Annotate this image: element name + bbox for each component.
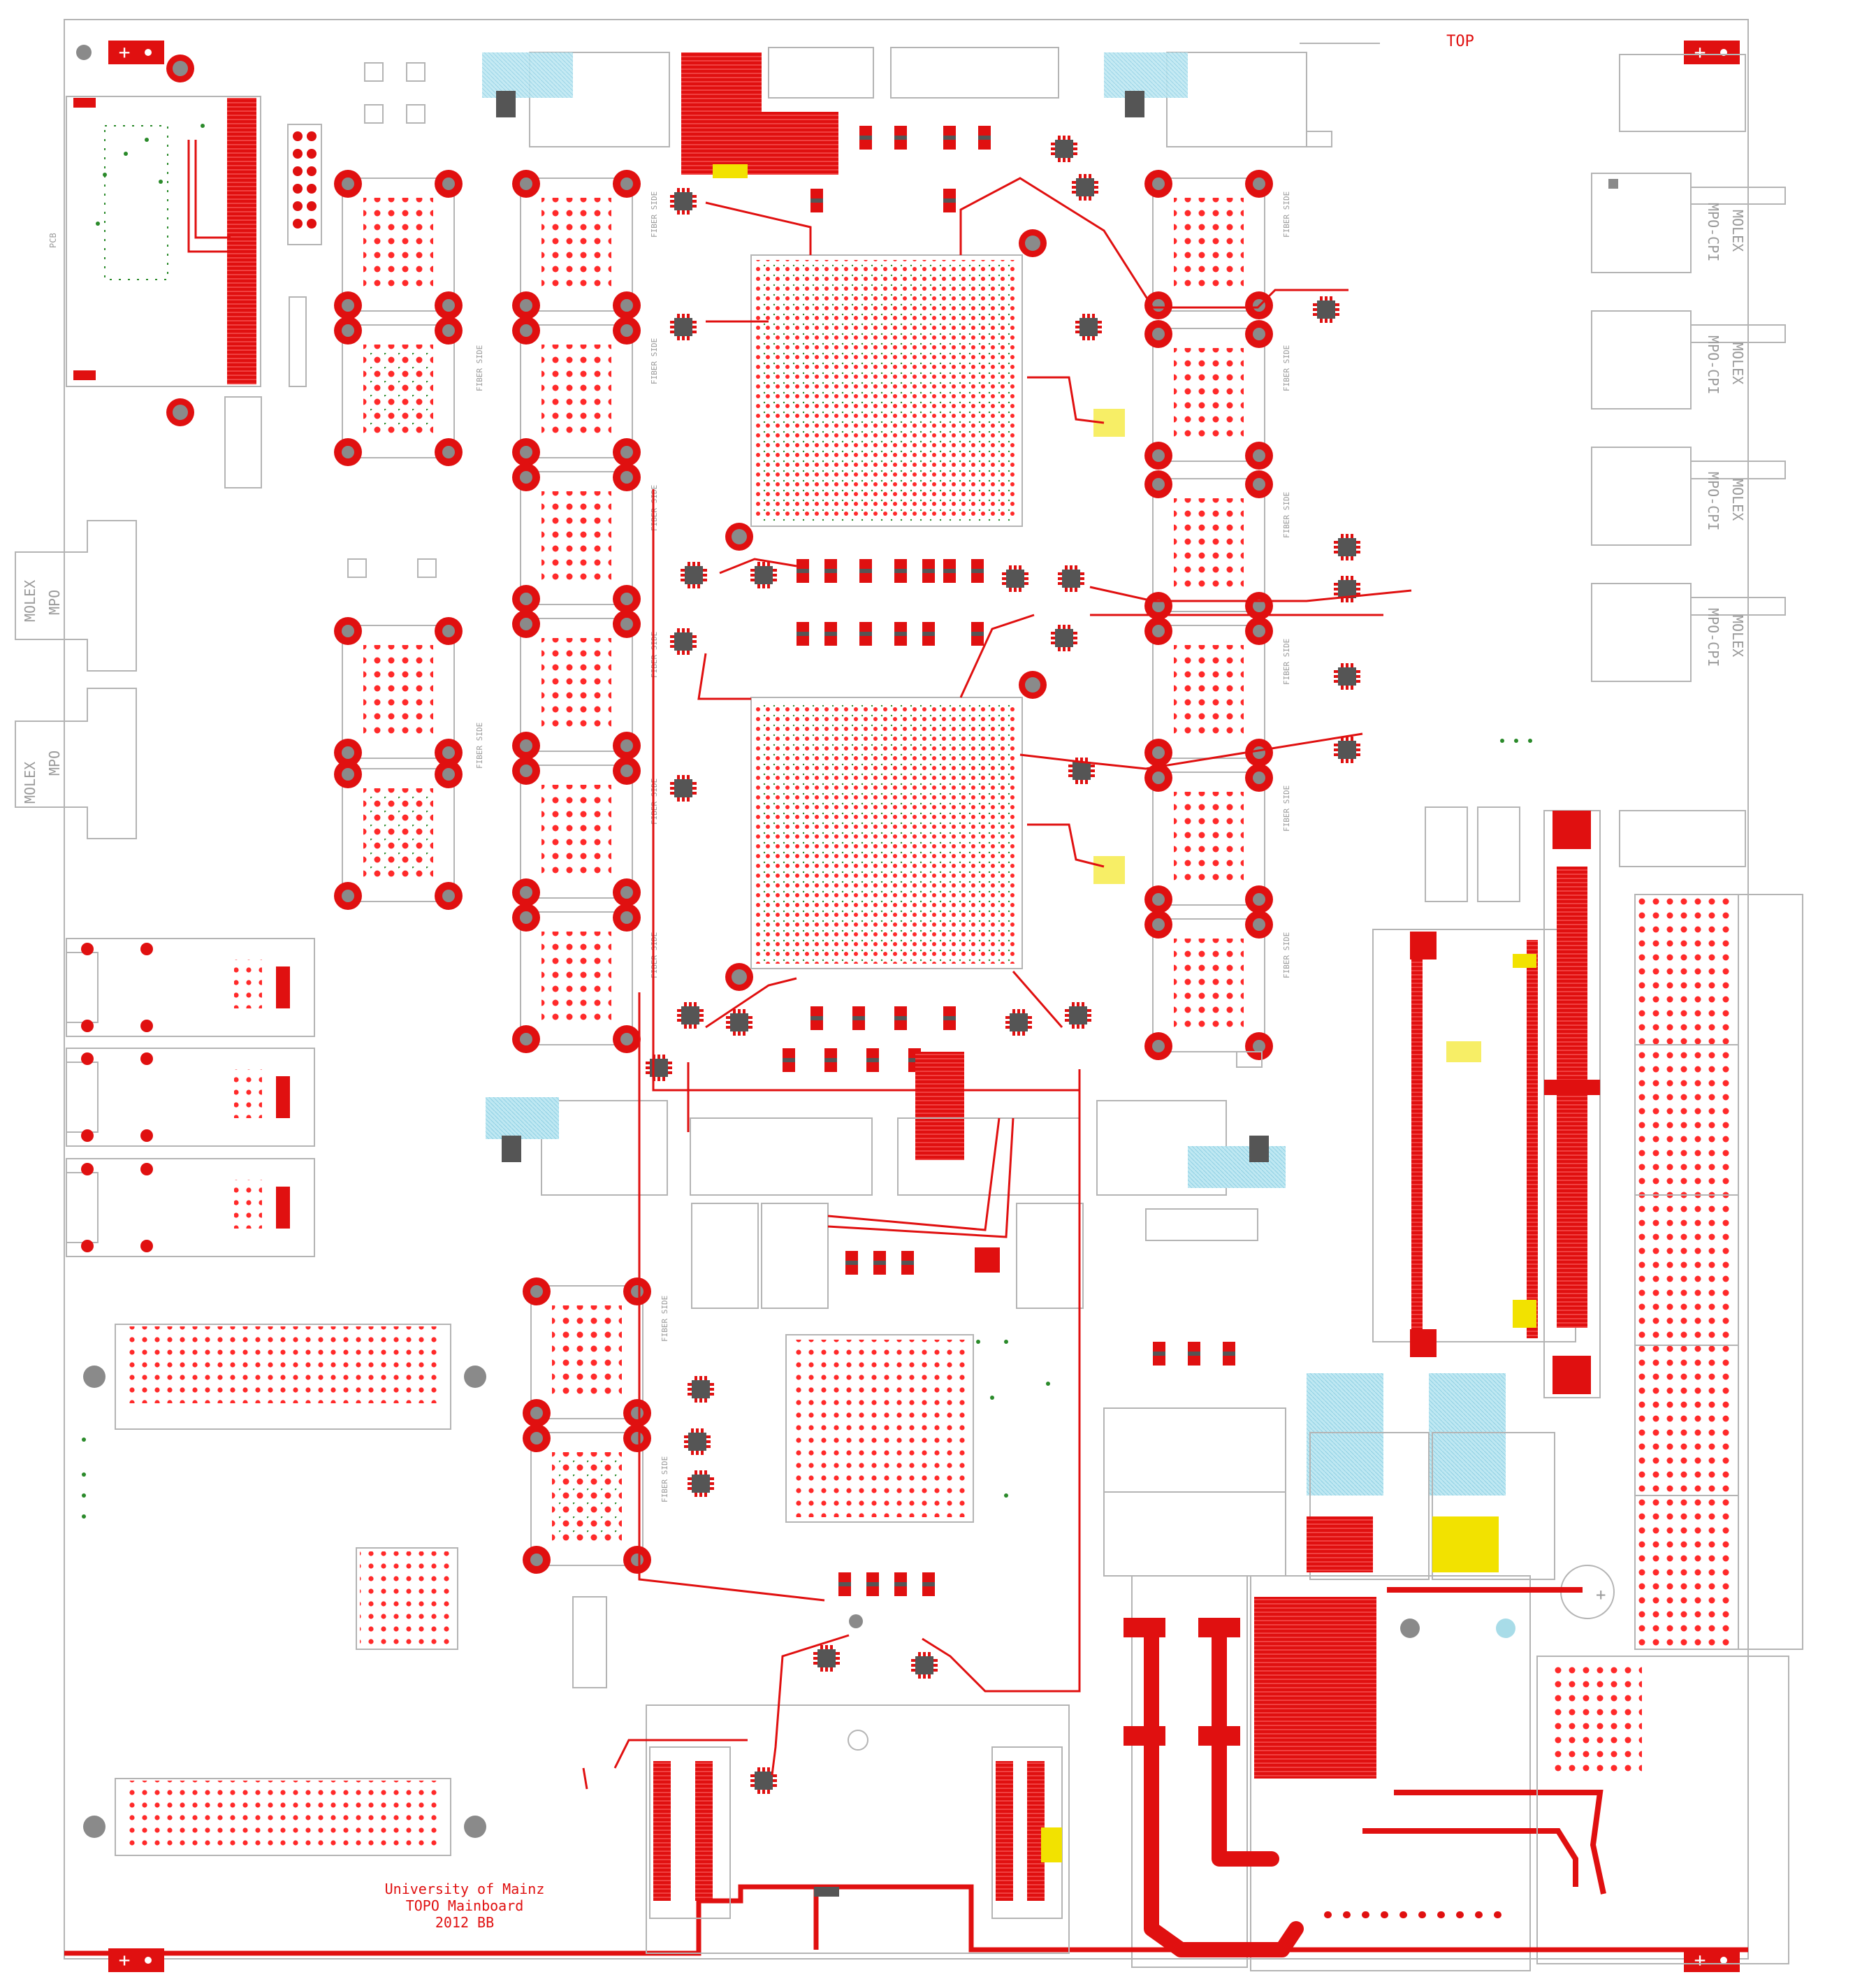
- middle-connectors: [486, 1097, 1286, 1577]
- right-pin-field: [1634, 894, 1803, 1650]
- credits-block: University of Mainz TOPO Mainboard 2012 …: [385, 1881, 545, 1931]
- connector-label: MPO-CPI: [1705, 608, 1722, 667]
- ethernet-jacks: [66, 938, 315, 1257]
- connector-label: MPO-CPI: [1705, 335, 1722, 394]
- jtag-headers: [1093, 409, 1520, 1068]
- svg-text:FIBER SIDE: FIBER SIDE: [1282, 639, 1291, 685]
- svg-text:FIBER SIDE: FIBER SIDE: [1282, 492, 1291, 538]
- connector-label: MPO-CPI: [1705, 203, 1722, 261]
- polarity-mark: +: [1694, 1948, 1706, 1971]
- fiber-cages-center-left: [511, 169, 652, 1574]
- connector-label: MPO: [46, 590, 63, 615]
- molex-mpo-connector-2: MOLEX MPO: [15, 688, 137, 839]
- connector-label: MPO: [46, 751, 63, 776]
- layer-label: TOP: [1446, 33, 1474, 50]
- polarity-mark: +: [1596, 1585, 1606, 1605]
- fpga-3-bga: [785, 1334, 974, 1523]
- polarity-mark: +: [119, 41, 131, 64]
- connector-label: MOLEX: [22, 580, 38, 622]
- molex-mpo-cpi-connectors: MOLEX MPO-CPI MOLEX MPO-CPI MOLEX MPO-CP…: [1591, 54, 1786, 867]
- mounting-holes: [76, 45, 1047, 1838]
- fpga-2-bga: [750, 697, 1023, 969]
- credit-line-1: University of Mainz: [385, 1881, 545, 1897]
- svg-text:FIBER SIDE: FIBER SIDE: [1282, 932, 1291, 978]
- top-connectors: [482, 47, 1332, 147]
- credit-line-3: 2012 BB: [435, 1914, 494, 1931]
- svg-text:FIBER SIDE: FIBER SIDE: [475, 723, 484, 769]
- fpga-1-bga: [750, 254, 1023, 527]
- rear-connector-1: [115, 1324, 451, 1430]
- lower-right-connectors: [1307, 1373, 1555, 1580]
- backplane-connector: [1372, 810, 1601, 1398]
- svg-text:FIBER SIDE: FIBER SIDE: [1282, 345, 1291, 391]
- svg-text:FIBER SIDE: FIBER SIDE: [660, 1296, 669, 1342]
- small-footprints: [347, 62, 437, 578]
- svg-text:FIBER SIDE: FIBER SIDE: [1282, 785, 1291, 832]
- rear-connector-2: [115, 1778, 451, 1856]
- connector-label: MOLEX: [1729, 479, 1746, 521]
- socket-chip: [356, 1547, 458, 1650]
- bottom-power-rail: [64, 1884, 1748, 1956]
- signal-traces: [582, 177, 1412, 1790]
- connector-label: MOLEX: [1729, 615, 1746, 657]
- fiber-cages-left-column: [333, 169, 463, 911]
- connector-label: MOLEX: [1729, 210, 1746, 252]
- power-copper-pour-top: [681, 52, 838, 178]
- header-left-1: [224, 124, 322, 488]
- connector-label: MOLEX: [1729, 342, 1746, 384]
- svg-text:FIBER SIDE: FIBER SIDE: [650, 338, 659, 384]
- credit-line-2: TOPO Mainboard: [406, 1897, 524, 1914]
- polarity-markers: + + + + +: [108, 41, 1740, 1972]
- bottom-connectors: [572, 1596, 1070, 1954]
- svg-text:FIBER SIDE: FIBER SIDE: [660, 1456, 669, 1502]
- edge-connector-module: PCB: [48, 96, 261, 387]
- molex-mpo-connector-1: MOLEX MPO: [15, 520, 137, 672]
- pcb-label: PCB: [48, 233, 58, 248]
- fiber-side-labels: FIBER SIDE FIBER SIDE FIBER SIDE FIBER S…: [475, 191, 1291, 1502]
- connector-label: MPO-CPI: [1705, 472, 1722, 530]
- regulator-banks: [783, 126, 1235, 1596]
- svg-text:FIBER SIDE: FIBER SIDE: [1282, 191, 1291, 238]
- via-scatter: [82, 124, 1532, 1519]
- svg-text:FIBER SIDE: FIBER SIDE: [650, 191, 659, 238]
- connector-label: MOLEX: [22, 762, 38, 804]
- svg-text:FIBER SIDE: FIBER SIDE: [475, 345, 484, 391]
- polarity-mark: +: [1694, 41, 1706, 64]
